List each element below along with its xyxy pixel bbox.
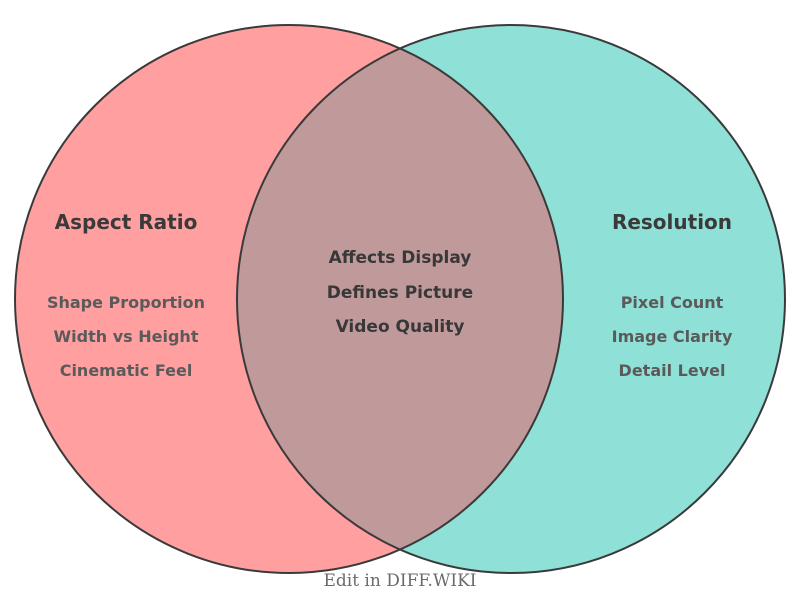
intersection-item: Affects Display <box>328 248 472 268</box>
left-set-item: Width vs Height <box>53 327 199 346</box>
right-set-title: Resolution <box>611 210 733 234</box>
edit-in-diffwiki-link[interactable]: Edit in DIFF.WIKI <box>323 571 477 591</box>
right-circle-outline <box>236 24 786 574</box>
right-set-item: Detail Level <box>618 361 726 380</box>
intersection-item: Defines Picture <box>326 283 474 303</box>
left-set-item: Shape Proportion <box>46 293 206 312</box>
left-set-title: Aspect Ratio <box>54 210 198 234</box>
right-set-item: Pixel Count <box>620 293 724 312</box>
right-set-item: Image Clarity <box>611 327 733 346</box>
left-circle-outline <box>14 24 564 574</box>
intersection-item: Video Quality <box>335 317 465 337</box>
left-set-item: Cinematic Feel <box>59 361 193 380</box>
intersection-lens <box>237 48 563 550</box>
